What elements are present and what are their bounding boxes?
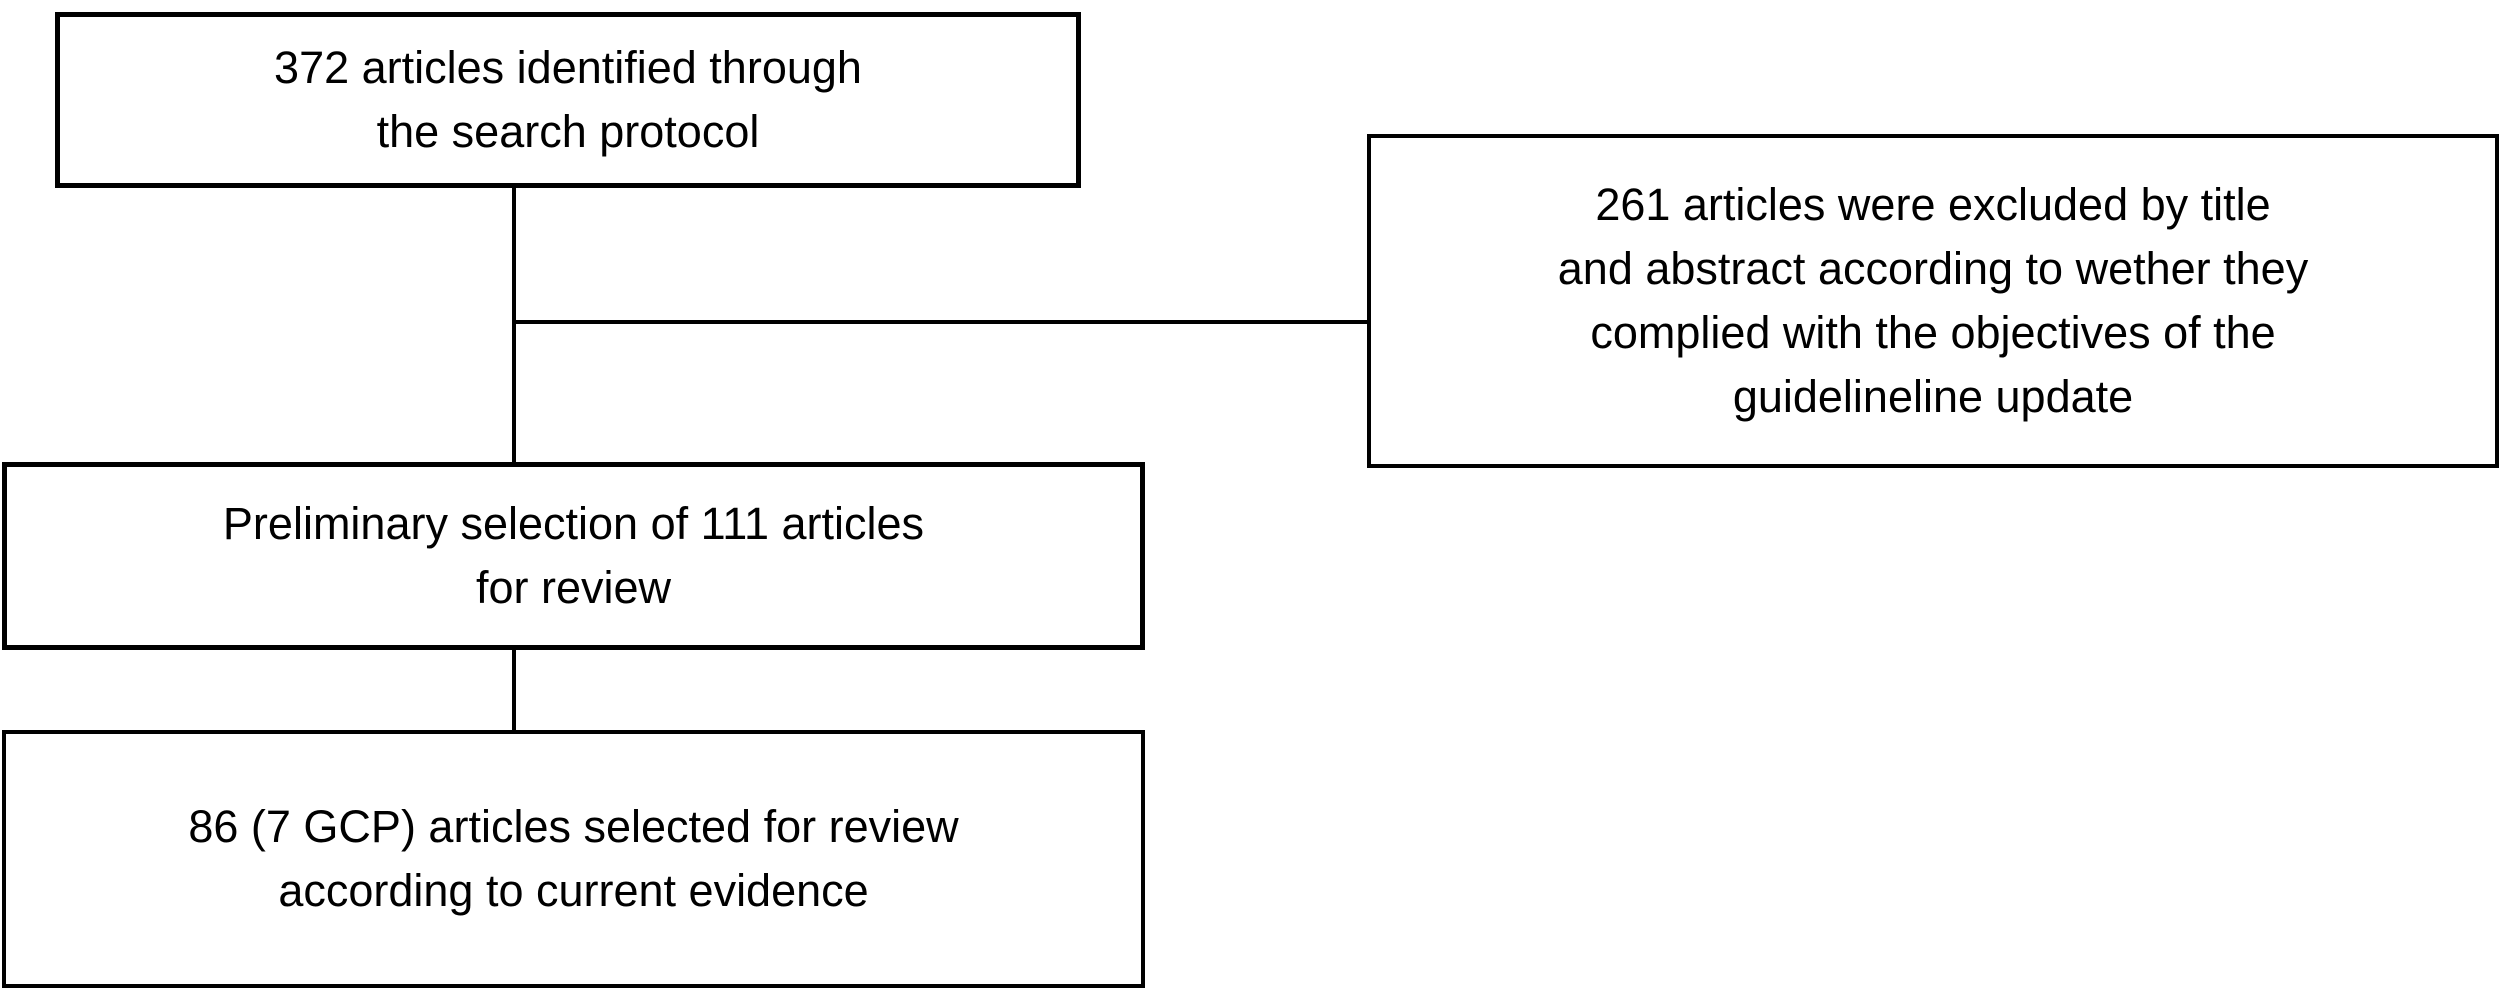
flow-box-articles-excluded: 261 articles were excluded by title and … [1367, 134, 2499, 468]
flow-box-preliminary-selection: Preliminary selection of 111 articles fo… [2, 462, 1145, 650]
connector-identified-to-preliminary [512, 187, 516, 463]
flow-box-articles-identified-label: 372 articles identified through the sear… [274, 42, 862, 157]
flow-box-articles-selected: 86 (7 GCP) articles selected for review … [2, 730, 1145, 988]
flow-box-preliminary-selection-label: Preliminary selection of 111 articles fo… [222, 498, 925, 613]
flow-box-articles-excluded-label: 261 articles were excluded by title and … [1557, 179, 2309, 422]
connector-branch-to-excluded [512, 320, 1369, 324]
flow-box-articles-selected-label: 86 (7 GCP) articles selected for review … [188, 801, 959, 916]
flow-box-articles-identified: 372 articles identified through the sear… [55, 12, 1081, 188]
connector-preliminary-to-selected [512, 649, 516, 731]
